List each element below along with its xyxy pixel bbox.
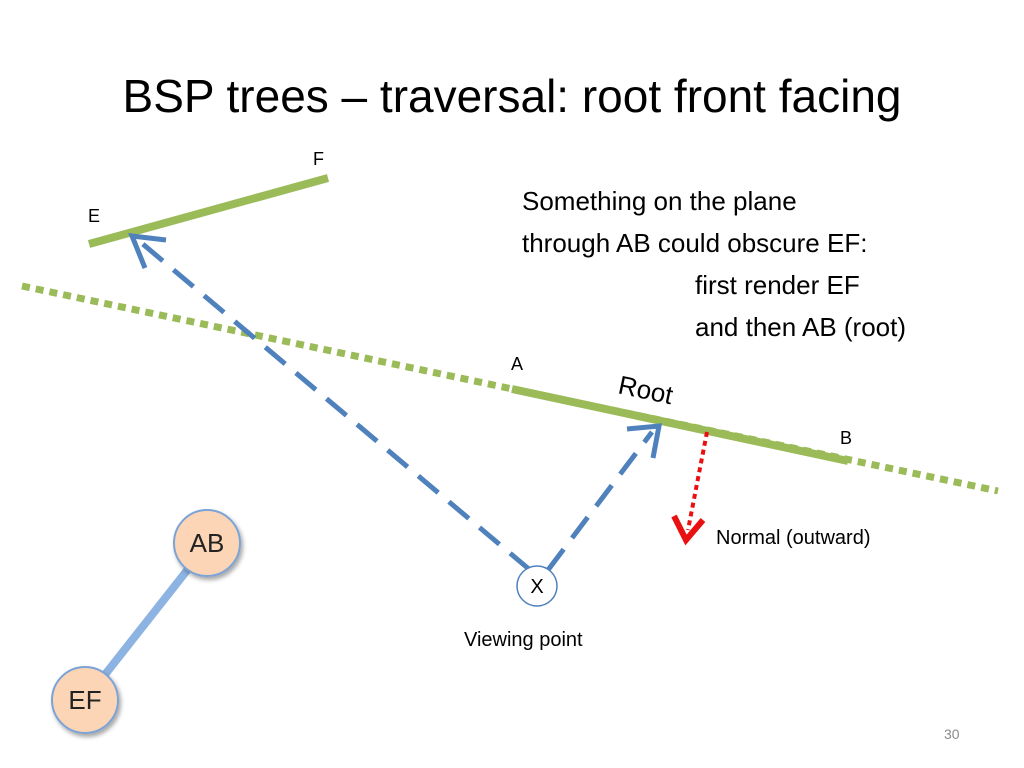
tree-node-ab-label: AB <box>190 528 225 558</box>
segment-ab <box>511 385 849 465</box>
page-number: 30 <box>944 726 960 742</box>
slide-title: BSP trees – traversal: root front facing <box>122 70 902 122</box>
root-label: Root <box>616 370 677 411</box>
tree-node-ef-label: EF <box>68 685 101 715</box>
normal-arrowhead-icon <box>671 514 706 546</box>
note-line-2: through AB could obscure EF: <box>522 228 867 258</box>
view-arrow-to-ab <box>546 430 654 572</box>
view-arrow-to-ef <box>136 238 532 572</box>
label-f: F <box>313 149 324 169</box>
label-e: E <box>88 206 100 226</box>
arrowhead-ef-icon <box>128 233 167 269</box>
label-b: B <box>840 428 852 448</box>
normal-caption: Normal (outward) <box>716 527 870 549</box>
segment-ef <box>87 174 330 248</box>
tree-node-ef <box>51 666 119 734</box>
note-line-3: first render EF <box>695 270 860 300</box>
note-line-1: Something on the plane <box>522 186 797 216</box>
viewpoint-marker: X <box>530 576 543 598</box>
label-a: A <box>511 354 523 374</box>
normal-arrow <box>686 431 709 531</box>
tree-node-ab <box>173 509 241 577</box>
arrowhead-ab-icon <box>626 423 663 459</box>
note-line-4: and then AB (root) <box>695 312 906 342</box>
viewpoint-circle <box>516 565 558 607</box>
viewpoint-caption: Viewing point <box>464 629 583 651</box>
